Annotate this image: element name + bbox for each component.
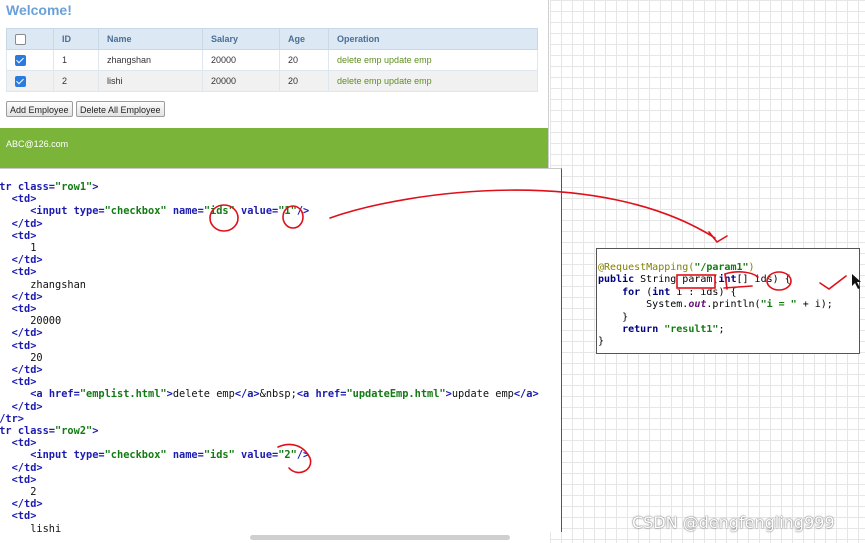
webpage-preview: Welcome! ID Name Salary Age Operation 1 … xyxy=(0,0,549,168)
html-code-line: <td> xyxy=(11,473,37,486)
delete-all-employee-button[interactable]: Delete All Employee xyxy=(76,101,165,117)
select-all-checkbox[interactable] xyxy=(15,33,26,45)
row-checkbox-cell[interactable] xyxy=(6,49,54,71)
header-id: ID xyxy=(53,28,99,50)
cell-salary: 20000 xyxy=(202,49,280,71)
add-employee-button[interactable]: Add Employee xyxy=(6,101,73,117)
header-name: Name xyxy=(98,28,203,50)
row-checkbox[interactable] xyxy=(15,54,26,66)
cell-age: 20 xyxy=(279,49,329,71)
html-code-line: <td> xyxy=(11,266,37,279)
html-code-line: <tr class="row2"> xyxy=(0,425,99,438)
html-code-line: <a href="emplist.html">delete emp</a>&nb… xyxy=(30,388,539,401)
table-header-row: ID Name Salary Age Operation xyxy=(6,28,538,50)
java-code-line: System.out.println("i = " + i); xyxy=(598,299,833,311)
html-code-line: </td> xyxy=(11,217,43,230)
delete-emp-link[interactable]: delete emp xyxy=(337,76,382,86)
html-code-line: 1 xyxy=(30,242,37,255)
html-code-line: <td> xyxy=(11,437,37,450)
java-code-line: } xyxy=(598,336,605,348)
footer-email: ABC@126.com xyxy=(6,139,69,149)
html-code-line: <td> xyxy=(11,339,37,352)
html-code-line: </td> xyxy=(11,364,43,377)
html-code-line: </td> xyxy=(11,498,43,511)
horizontal-scrollbar[interactable] xyxy=(250,535,510,540)
html-code-line: <tr class="row1"> xyxy=(0,181,99,193)
html-code-line: 2 xyxy=(30,486,37,499)
employee-table: ID Name Salary Age Operation 1 zhangshan… xyxy=(6,28,538,92)
html-code-line: 20 xyxy=(30,351,43,364)
header-age: Age xyxy=(279,28,329,50)
cell-operation: delete emp update emp xyxy=(328,49,538,71)
cell-age: 20 xyxy=(279,70,329,92)
html-code-line: <td> xyxy=(11,376,37,389)
html-code-line: </td> xyxy=(11,461,43,474)
html-code-line: <input type="checkbox" name="ids" value=… xyxy=(30,449,310,462)
html-code-line: </td> xyxy=(11,254,43,267)
cell-id: 2 xyxy=(53,70,99,92)
page-title: Welcome! xyxy=(6,2,72,18)
html-code-line: <input type="checkbox" name="ids" value=… xyxy=(30,205,310,218)
html-code-line: 20000 xyxy=(30,315,62,328)
html-code-line: <td> xyxy=(11,303,37,316)
html-code-line: <td> xyxy=(11,229,37,242)
java-code-line: public String param(int[] ids) { xyxy=(598,274,791,286)
html-code-line: lishi xyxy=(30,522,62,532)
html-code-line: </tr> xyxy=(0,412,24,425)
table-row: 1 zhangshan 20000 20 delete emp update e… xyxy=(6,49,538,71)
cell-name: lishi xyxy=(98,70,203,92)
java-code-line: @RequestMapping("/param1") xyxy=(598,262,755,273)
java-source-code: @RequestMapping("/param1")public String … xyxy=(598,262,833,349)
row-checkbox[interactable] xyxy=(15,75,26,87)
cell-operation: delete emp update emp xyxy=(328,70,538,92)
html-code-line: </td> xyxy=(11,327,43,340)
cell-name: zhangshan xyxy=(98,49,203,71)
html-code-line: <td> xyxy=(11,510,37,523)
html-code-line: </td> xyxy=(11,400,43,413)
html-code-line: zhangshan xyxy=(0,278,86,291)
delete-emp-link[interactable]: delete emp xyxy=(337,55,382,65)
java-code-panel: @RequestMapping("/param1")public String … xyxy=(596,248,860,354)
update-emp-link[interactable]: update emp xyxy=(384,76,432,86)
html-source-code: <tr class="row1"> <td> <input type="chec… xyxy=(0,181,539,532)
html-code-line: </td> xyxy=(11,290,43,303)
html-code-panel: <tr class="row1"> <td> <input type="chec… xyxy=(0,168,562,532)
cell-id: 1 xyxy=(53,49,99,71)
watermark: CSDN @dengfengling999 xyxy=(632,513,835,532)
update-emp-link[interactable]: update emp xyxy=(384,55,432,65)
html-code-line: <td> xyxy=(11,193,37,206)
java-code-line: } xyxy=(598,311,629,323)
header-select-all[interactable] xyxy=(6,28,54,50)
header-operation: Operation xyxy=(328,28,538,50)
header-salary: Salary xyxy=(202,28,280,50)
java-code-line: for (int i : ids) { xyxy=(622,286,737,298)
page-footer: ABC@126.com xyxy=(0,128,548,168)
java-code-line: return "result1"; xyxy=(622,324,725,336)
table-row: 2 lishi 20000 20 delete emp update emp xyxy=(6,70,538,92)
row-checkbox-cell[interactable] xyxy=(6,70,54,92)
cell-salary: 20000 xyxy=(202,70,280,92)
